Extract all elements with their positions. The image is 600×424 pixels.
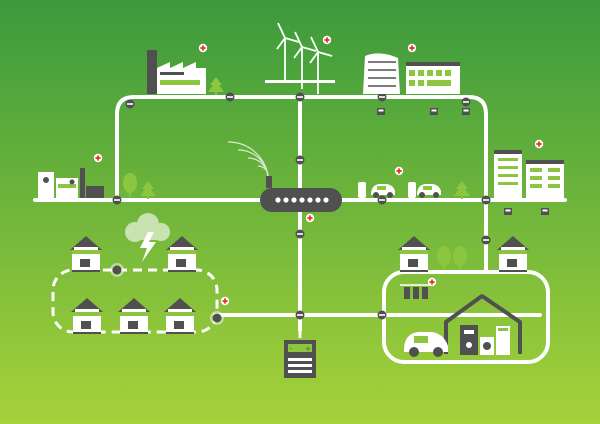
alert-icon	[305, 213, 315, 223]
storm-cloud-icon	[125, 213, 170, 262]
battery-pack-icon	[400, 284, 432, 299]
smart-grid-hub-icon	[260, 188, 342, 212]
alert-icon	[220, 296, 230, 306]
alert-icon	[93, 153, 103, 163]
svg-text:+: +	[305, 345, 311, 353]
alert-icon	[407, 43, 417, 53]
charging-station-icon	[358, 182, 416, 198]
alert-icon	[394, 166, 404, 176]
factory-icon	[147, 50, 206, 94]
switch-node	[110, 263, 224, 325]
apartment-building-icon	[494, 150, 564, 198]
battery-icon: - +	[284, 330, 316, 378]
alert-icon	[322, 35, 332, 45]
antenna	[266, 176, 272, 188]
svg-text:-: -	[290, 345, 293, 353]
wifi-signal-icon	[227, 141, 269, 177]
power-plant-icon	[38, 168, 104, 198]
smart-home-icon	[444, 294, 522, 355]
office-building-icon	[363, 53, 460, 94]
electric-car-icon	[404, 332, 448, 357]
wind-turbine-icon	[265, 22, 335, 95]
alert-icon	[534, 139, 544, 149]
alert-icon	[427, 277, 437, 287]
alert-icon	[198, 43, 208, 53]
